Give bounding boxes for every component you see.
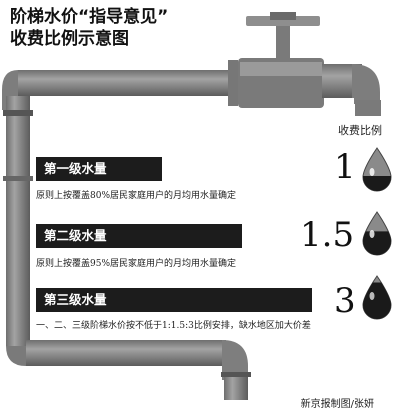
title-line-2: 收费比例示意图 xyxy=(10,29,129,49)
tier-2-description: 原则上按覆盖95%居民家庭用户的月均用水量确定 xyxy=(36,259,237,269)
tier-2-name: 第二级水量 xyxy=(44,228,107,243)
ratio-header: 收费比例 xyxy=(338,124,382,137)
title-line-1: 阶梯水价“指导意见” xyxy=(10,7,169,27)
top-pipe xyxy=(18,70,230,96)
tier-1-ratio: 1 xyxy=(334,147,356,187)
tier-1-bar: 第一级水量 xyxy=(36,157,162,181)
valve-handle xyxy=(246,16,320,26)
tier-3-bar: 第三级水量 xyxy=(36,288,312,312)
faucet-flange-left xyxy=(228,60,238,106)
tier-1-name: 第一级水量 xyxy=(44,161,107,176)
tier-2-drop-icon xyxy=(362,211,392,256)
credit-text: 新京报制图/张妍 xyxy=(300,399,374,410)
tier-3-name: 第三级水量 xyxy=(44,292,107,307)
tier-1-drop-icon xyxy=(362,147,392,192)
tier-1-description: 原则上按覆盖80%居民家庭用户的月均用水量确定 xyxy=(36,191,237,201)
left-pipe xyxy=(6,96,30,346)
tier-2-ratio: 1.5 xyxy=(300,215,355,255)
tier-3-description: 一、二、三级阶梯水价按不低于1:1.5:3比例安排，缺水地区加大价差 xyxy=(36,321,311,331)
bottom-elbow-right xyxy=(222,340,248,380)
valve-stem xyxy=(276,22,290,58)
drop-fill-level xyxy=(363,282,391,319)
tier-2-bar: 第二级水量 xyxy=(36,224,242,248)
tier-3-ratio: 3 xyxy=(334,281,356,321)
drop-fill-level xyxy=(363,175,391,191)
drop-fill-level xyxy=(363,231,391,255)
tier-3-drop-icon xyxy=(362,275,392,320)
spout-bend xyxy=(352,64,380,104)
page-title: 阶梯水价“指导意见” 收费比例示意图 xyxy=(10,6,168,50)
bottom-pipe xyxy=(26,340,226,366)
